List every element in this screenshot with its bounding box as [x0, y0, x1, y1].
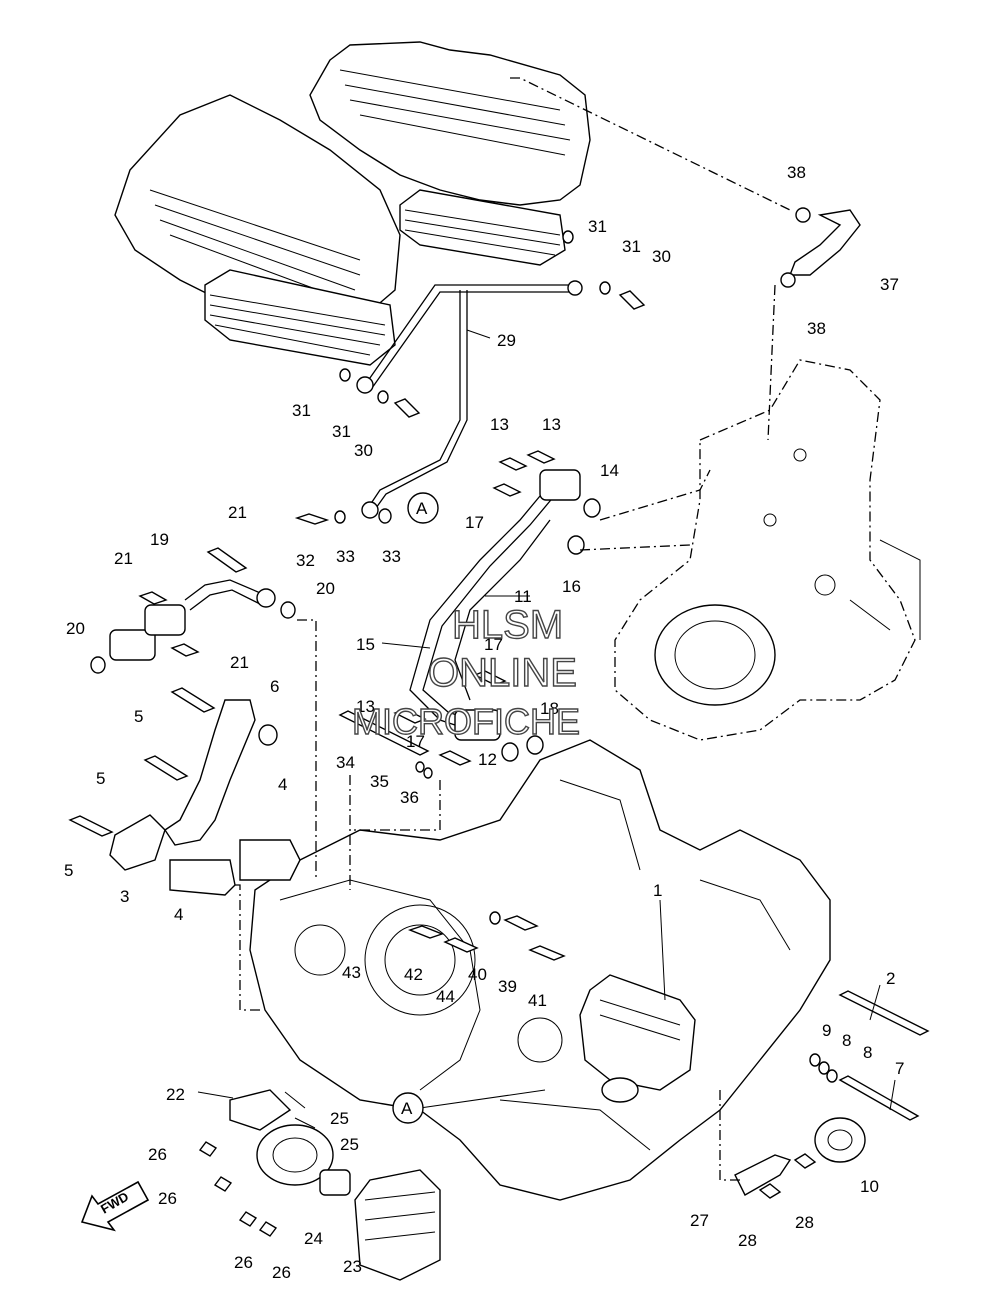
- breather-hose: [780, 207, 861, 288]
- strainer-bracket: [109, 699, 301, 896]
- callout-35: 35: [370, 772, 389, 791]
- callout-5: 5: [134, 707, 143, 726]
- crankcase-lower: [249, 739, 831, 1201]
- callout-17: 17: [406, 732, 425, 751]
- filter-nipple: [319, 1169, 351, 1196]
- oil-pump: [579, 974, 696, 1103]
- callout-25: 25: [340, 1135, 359, 1154]
- callout-26: 26: [158, 1189, 177, 1208]
- leader-lines: [197, 77, 896, 1181]
- callout-43: 43: [342, 963, 361, 982]
- cylinder-head-rear: [309, 41, 591, 266]
- callout-36: 36: [400, 788, 419, 807]
- callout-25: 25: [330, 1109, 349, 1128]
- callout-30: 30: [354, 441, 373, 460]
- callout-31: 31: [292, 401, 311, 420]
- oil-pump-gear: [814, 1117, 866, 1163]
- callout-44: 44: [436, 987, 455, 1006]
- callout-27: 27: [690, 1211, 709, 1230]
- callout-31: 31: [622, 237, 641, 256]
- callout-17: 17: [484, 635, 503, 654]
- callout-19: 19: [150, 530, 169, 549]
- callout-12: 12: [478, 750, 497, 769]
- svg-text:A: A: [401, 1099, 413, 1118]
- ref-marker-a-top: A: [407, 492, 439, 524]
- svg-text:ONLINE: ONLINE: [428, 651, 577, 695]
- callout-3: 3: [120, 887, 129, 906]
- callout-37: 37: [880, 275, 899, 294]
- callout-4: 4: [174, 905, 183, 924]
- oil-pipe-upper: [356, 280, 583, 519]
- callout-15: 15: [356, 635, 375, 654]
- callout-8: 8: [863, 1043, 872, 1062]
- svg-text:A: A: [416, 499, 428, 518]
- pump-plate: [734, 1154, 792, 1196]
- callout-10: 10: [860, 1177, 879, 1196]
- callout-26: 26: [234, 1253, 253, 1272]
- callout-4: 4: [278, 775, 287, 794]
- callout-7: 7: [895, 1059, 904, 1078]
- callout-33: 33: [336, 547, 355, 566]
- oil-pipe-side: [409, 469, 581, 741]
- callout-20: 20: [316, 579, 335, 598]
- callout-13: 13: [490, 415, 509, 434]
- callouts: 1 2 3 4 4 5 5 5 6 7 8 8 9 10 11 12 13 13…: [64, 163, 904, 1282]
- callout-11: 11: [514, 587, 532, 606]
- callout-32: 32: [296, 551, 315, 570]
- callout-26: 26: [148, 1145, 167, 1164]
- callout-22: 22: [166, 1085, 185, 1104]
- callout-14: 14: [600, 461, 619, 480]
- callout-8: 8: [842, 1031, 851, 1050]
- callout-33: 33: [382, 547, 401, 566]
- callout-21: 21: [228, 503, 247, 522]
- callout-1: 1: [653, 881, 662, 900]
- callout-31: 31: [332, 422, 351, 441]
- filter-housing: [229, 1089, 334, 1186]
- svg-text:MICROFICHE: MICROFICHE: [352, 701, 580, 742]
- callout-9: 9: [822, 1021, 831, 1040]
- oil-pipe-left: [109, 579, 276, 661]
- callout-34: 34: [336, 753, 355, 772]
- callout-18: 18: [540, 699, 559, 718]
- callout-23: 23: [343, 1257, 362, 1276]
- callout-28: 28: [738, 1231, 757, 1250]
- callout-29: 29: [497, 331, 516, 350]
- svg-text:HLSM: HLSM: [452, 603, 563, 647]
- callout-28: 28: [795, 1213, 814, 1232]
- callout-30: 30: [652, 247, 671, 266]
- cylinder-head-front: [114, 94, 401, 366]
- oil-filter: [354, 1169, 441, 1281]
- callout-6: 6: [270, 677, 279, 696]
- ref-marker-a-bottom: A: [392, 1092, 424, 1124]
- callout-42: 42: [404, 965, 423, 984]
- callout-13: 13: [542, 415, 561, 434]
- callout-38: 38: [787, 163, 806, 182]
- callout-5: 5: [64, 861, 73, 880]
- callout-21: 21: [230, 653, 249, 672]
- bolts: [68, 290, 930, 1237]
- callout-17: 17: [465, 513, 484, 532]
- callout-16: 16: [562, 577, 581, 596]
- callout-24: 24: [304, 1229, 323, 1248]
- callout-13: 13: [356, 697, 375, 716]
- crankcase-upper: [614, 359, 921, 741]
- o-rings: [90, 230, 838, 1083]
- callout-41: 41: [528, 991, 547, 1010]
- callout-20: 20: [66, 619, 85, 638]
- callout-31: 31: [588, 217, 607, 236]
- callout-2: 2: [886, 969, 895, 988]
- callout-40: 40: [468, 965, 487, 984]
- callout-39: 39: [498, 977, 517, 996]
- callout-5: 5: [96, 769, 105, 788]
- callout-26: 26: [272, 1263, 291, 1282]
- watermark: HLSM ONLINE MICROFICHE: [351, 602, 580, 742]
- callout-38: 38: [807, 319, 826, 338]
- fwd-arrow: FWD: [80, 1180, 150, 1232]
- callout-21: 21: [114, 549, 133, 568]
